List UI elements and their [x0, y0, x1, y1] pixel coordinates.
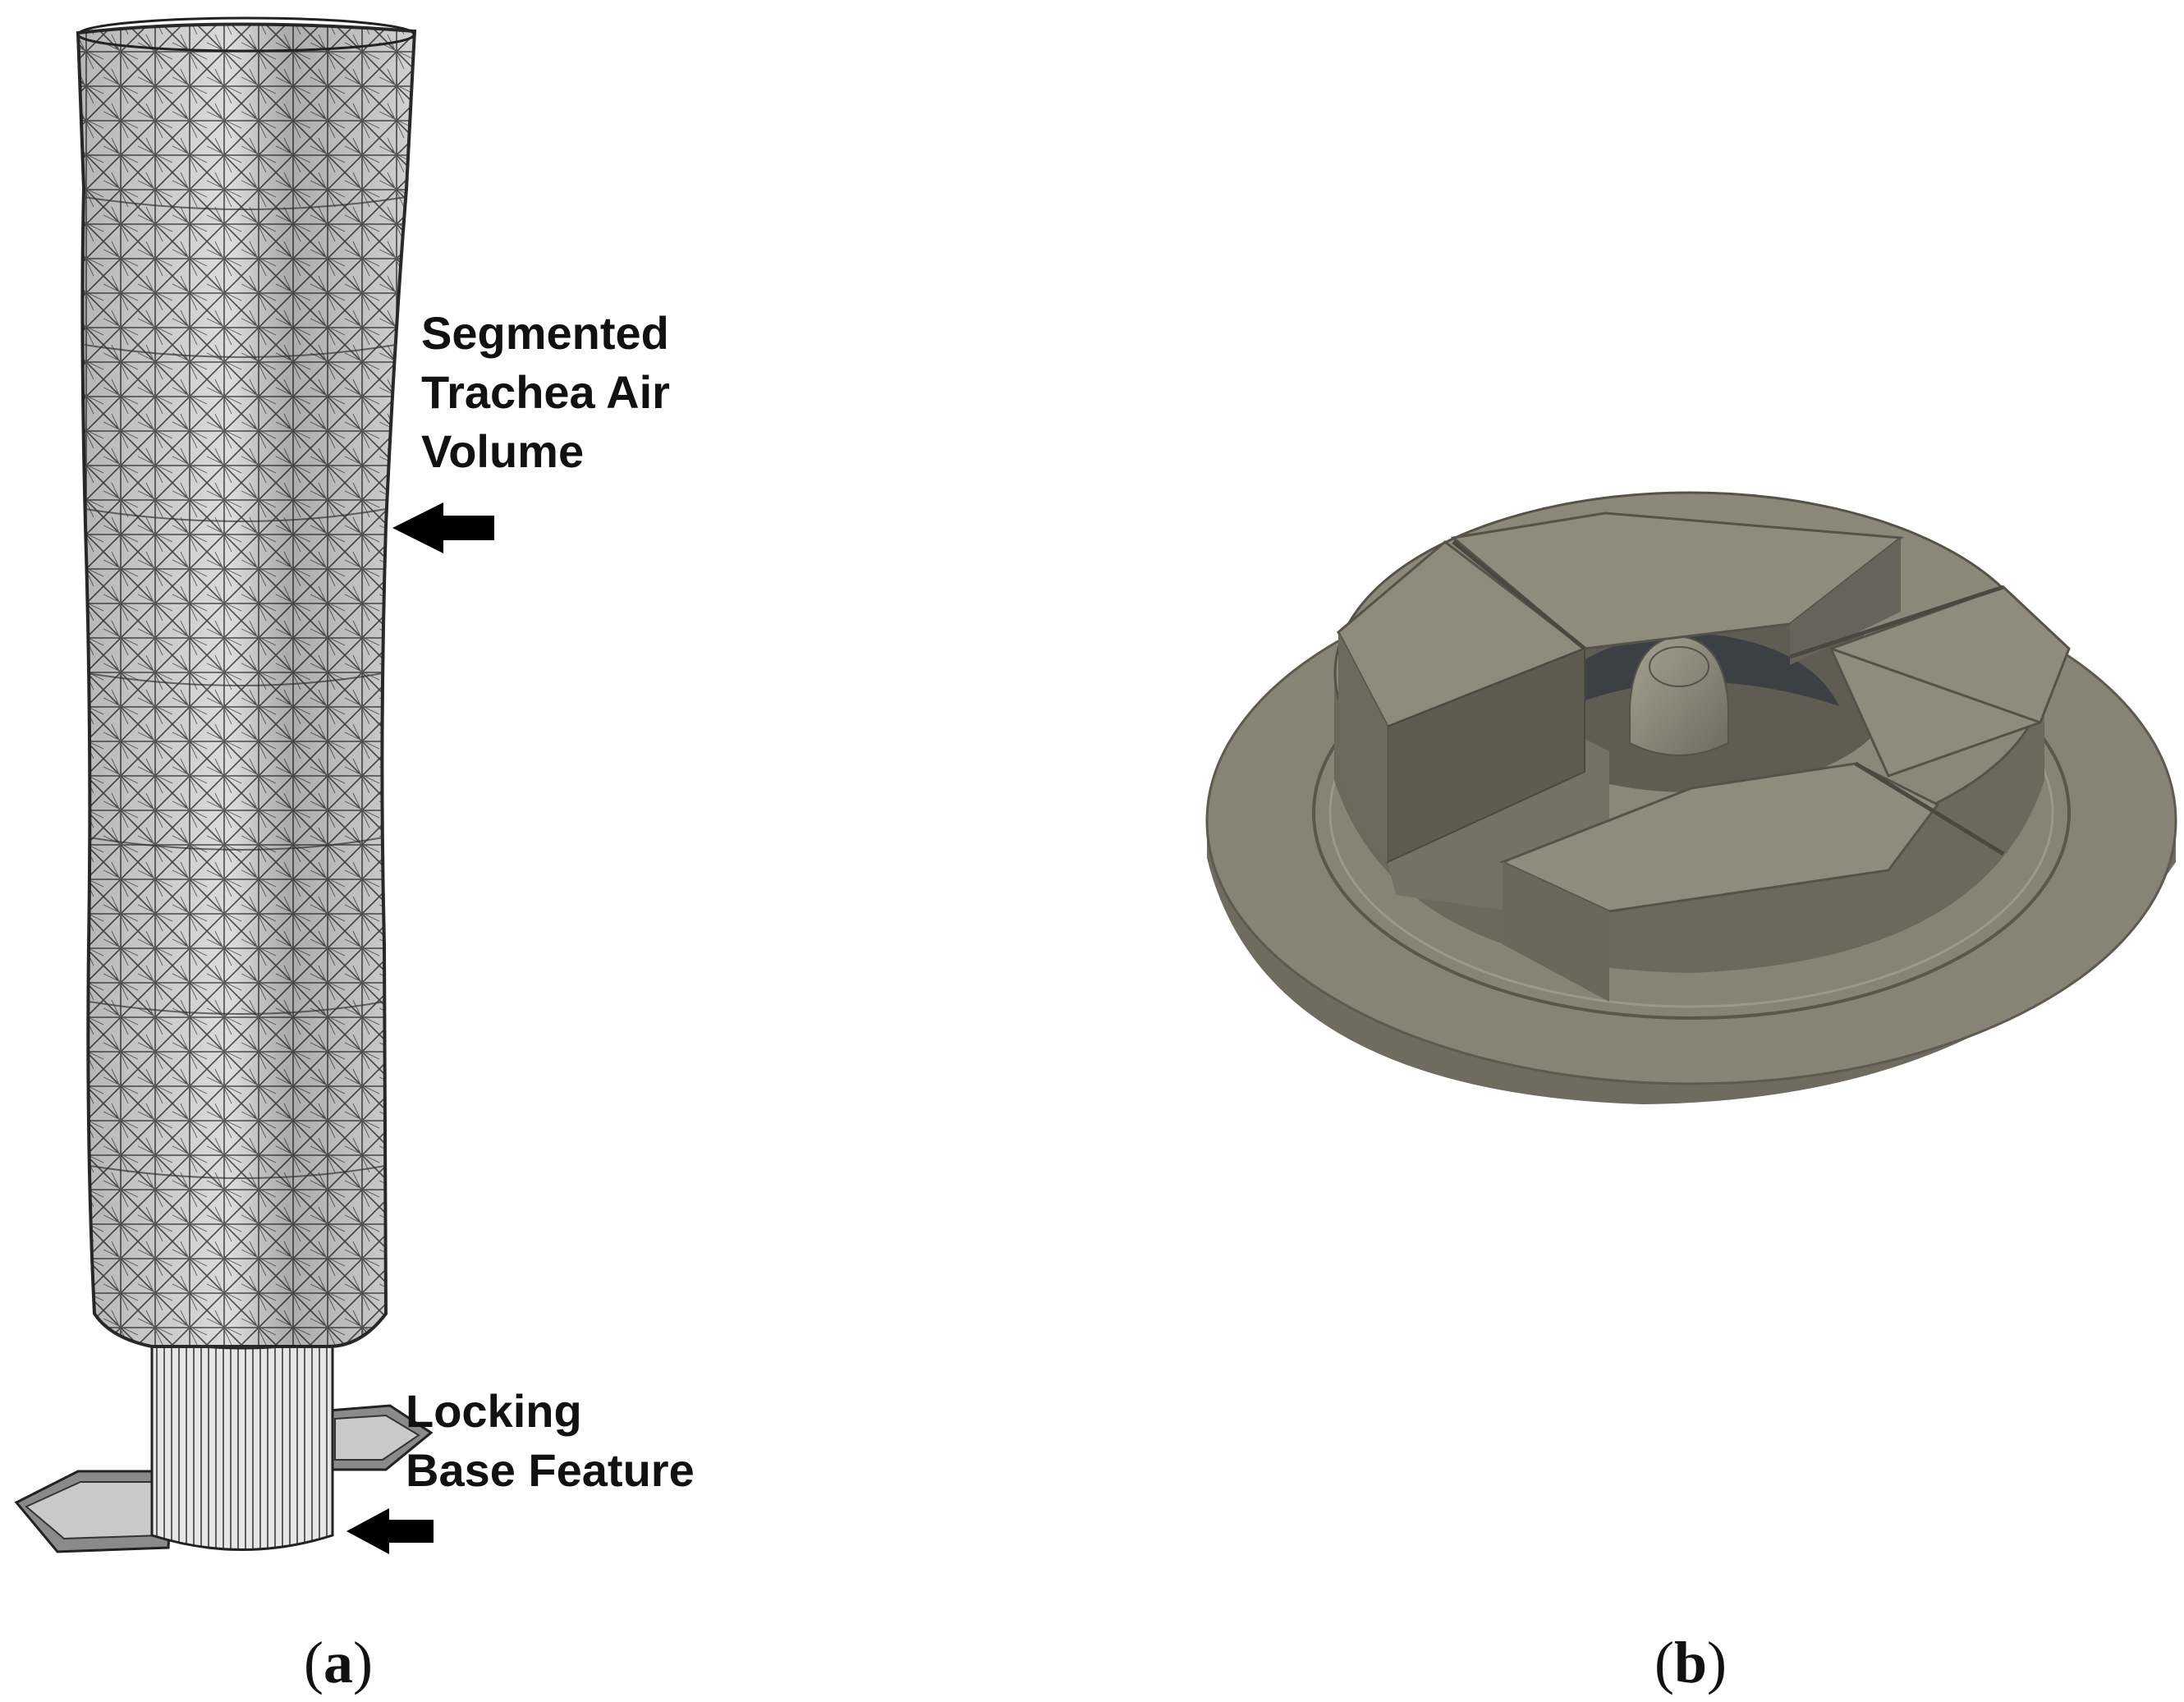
- callout-line: Volume: [421, 425, 585, 477]
- callout-line: Base Feature: [406, 1444, 695, 1496]
- left-arrow-icon: [392, 502, 494, 553]
- cad-base-part: [1205, 491, 2177, 1104]
- panel-letter: a: [323, 1630, 353, 1695]
- panel-label-b: (b): [1654, 1630, 1727, 1695]
- panel-letter: b: [1673, 1630, 1708, 1695]
- callout-locking-base-feature: Locking Base Feature: [406, 1382, 695, 1500]
- panel-label-a: (a): [304, 1630, 373, 1695]
- callout-line: Locking: [406, 1385, 582, 1437]
- trachea-mesh-illustration: [14, 16, 434, 1553]
- callout-line: Trachea Air: [421, 366, 670, 418]
- locking-base-feature: [14, 1310, 434, 1553]
- callout-line: Segmented: [421, 307, 669, 359]
- left-arrow-icon: [346, 1508, 434, 1554]
- callout-segmented-trachea-air-volume: Segmented Trachea Air Volume: [421, 304, 670, 481]
